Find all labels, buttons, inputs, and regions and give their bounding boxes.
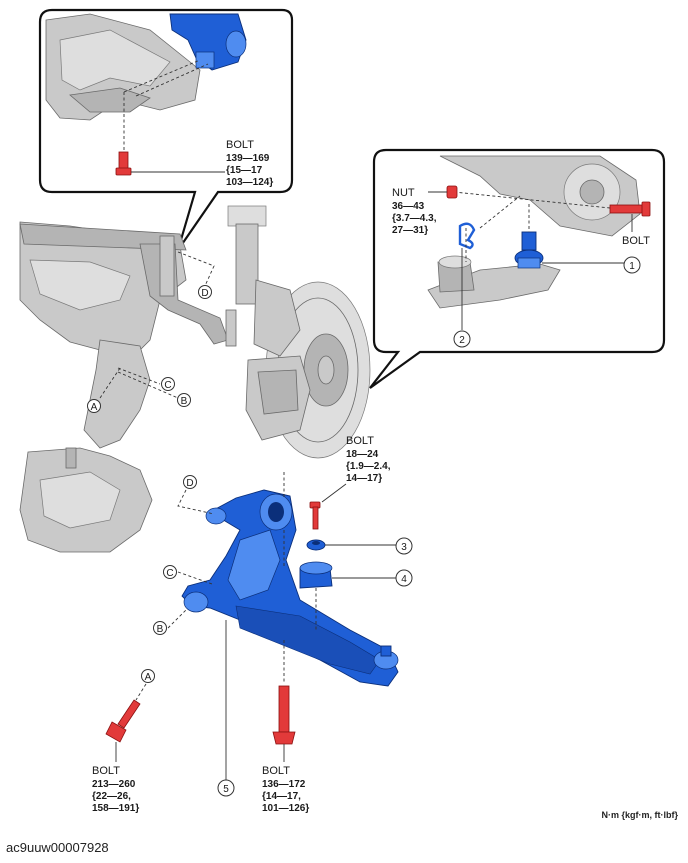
callout-D-lower: D (186, 478, 193, 489)
right-inset-lower-arm (427, 263, 561, 309)
right-inset-ball-joint (514, 231, 544, 269)
right-inset-clip-icon (458, 222, 476, 250)
bottom-middle-bolt-torque-kgf: {14—17, (262, 791, 301, 802)
callout-5: 5 (223, 784, 229, 795)
callout-1: 1 (629, 261, 635, 272)
bottom-left-bolt-label: BOLT (92, 765, 120, 777)
top-inset-bolt-torque-kgf: {15—17 (226, 165, 263, 176)
top-inset-lower-arm-bushing (169, 13, 247, 71)
front-subframe (19, 221, 187, 553)
torque-units-note: N·m {kgf·m, ft·lbf} (601, 810, 679, 820)
callout-D-upper: D (201, 288, 208, 299)
callout-A-lower: A (145, 672, 152, 683)
middle-bolt-torque-kgf: {1.9—2.4, (346, 461, 391, 472)
middle-bolt-icon (309, 501, 321, 530)
callout-B-upper: B (181, 396, 188, 407)
right-inset-nut-torque-nm: 36—43 (392, 201, 425, 212)
bottom-left-bolt-icon (105, 699, 141, 743)
bottom-middle-bolt-torque-ftlbf: 101—126} (262, 803, 309, 814)
callout-3: 3 (401, 542, 407, 553)
middle-bolt-label: BOLT (346, 435, 374, 447)
right-inset-bolt-icon (609, 201, 651, 217)
right-inset-nut-torque-ftlbf: 27—31} (392, 225, 428, 236)
brake-disc-and-knuckle (245, 279, 371, 459)
bottom-middle-bolt-label: BOLT (262, 765, 290, 777)
item-3-washer (306, 539, 326, 551)
item-4-bushing (299, 561, 333, 589)
right-inset-callout: BOLT NUT 36—43 {3.7—4.3, 27—31} 1 2 (369, 148, 666, 389)
top-inset-bolt-torque-nm: 139—169 (226, 153, 270, 164)
right-inset-nut-torque-kgf: {3.7—4.3, (392, 213, 437, 224)
callout-C-lower: C (166, 568, 173, 579)
right-inset-nut-label: NUT (392, 187, 415, 199)
bottom-middle-bolt-torque-nm: 136—172 (262, 779, 306, 790)
middle-bolt-torque-nm: 18—24 (346, 449, 379, 460)
top-inset-bolt-icon (115, 151, 132, 176)
callout-A-upper: A (91, 402, 98, 413)
front-lower-arm (181, 489, 399, 687)
figure-id-caption: ac9uuw00007928 (6, 840, 109, 855)
right-inset-bolt-label: BOLT (622, 235, 650, 247)
right-inset-nut-icon (446, 185, 458, 199)
middle-bolt-torque-ftlbf: 14—17} (346, 473, 382, 484)
bottom-middle-bolt-icon (272, 685, 296, 745)
bottom-left-bolt-torque-kgf: {22—26, (92, 791, 131, 802)
callout-4: 4 (401, 574, 407, 585)
bottom-left-bolt-torque-nm: 213—260 (92, 779, 136, 790)
stabilizer-bar-and-link (139, 205, 267, 347)
callout-2: 2 (459, 335, 465, 346)
lower-arm-front-bushing (183, 591, 209, 613)
bottom-left-bolt-torque-ftlbf: 158—191} (92, 803, 139, 814)
callout-C-upper: C (164, 380, 171, 391)
top-inset-bolt-label: BOLT (226, 139, 254, 151)
top-inset-bolt-torque-ftlbf: 103—124} (226, 177, 273, 188)
top-inset-callout: BOLT 139—169 {15—17 103—124} (38, 8, 294, 251)
strut-assembly (235, 223, 259, 305)
callout-B-lower: B (157, 624, 164, 635)
